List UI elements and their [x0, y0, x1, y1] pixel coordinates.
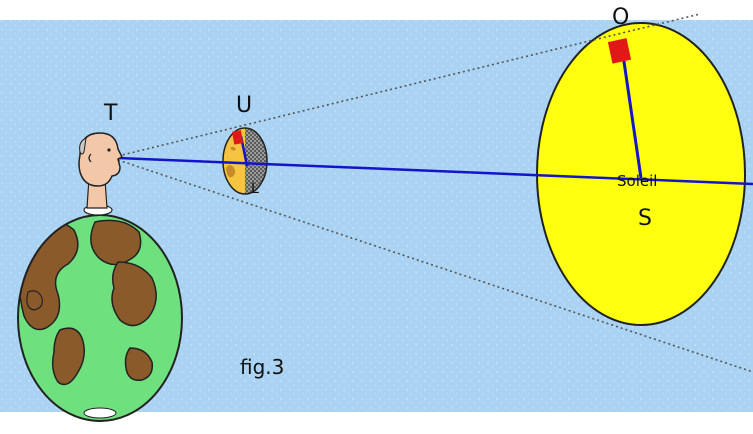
lower-tangent-line [117, 159, 753, 373]
center-sight-line [117, 156, 753, 186]
earth-globe-icon [17, 214, 183, 422]
sun-point-label: O [612, 5, 629, 30]
man-head-icon [78, 132, 124, 216]
sun-name-label: Soleil [617, 172, 657, 190]
sun-right-angle-marker [607, 38, 632, 64]
observer-label: T [103, 101, 118, 126]
moon-point-label: U [236, 93, 252, 118]
figure-caption: fig.3 [240, 355, 284, 379]
moon-right-angle-marker [232, 130, 244, 145]
sun-center-label: S [638, 206, 652, 231]
moon-icon [222, 127, 268, 195]
sun-radius-line [620, 47, 643, 179]
moon-center-label: L [251, 181, 259, 197]
